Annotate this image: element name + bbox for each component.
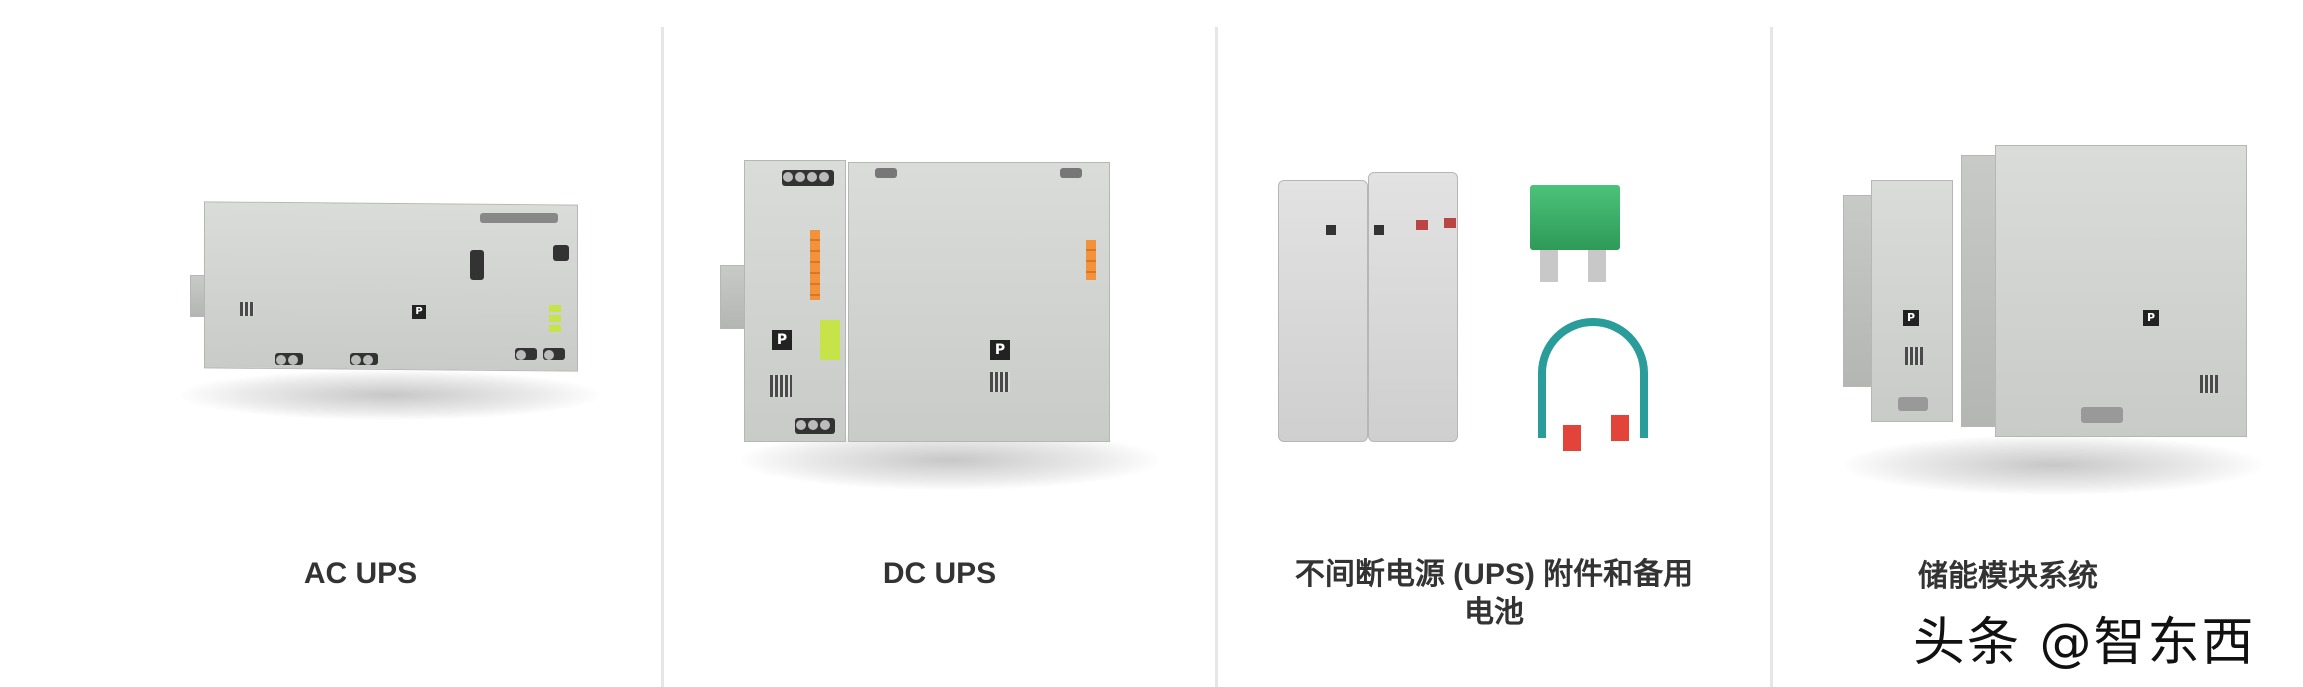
category-title-ac-ups[interactable]: AC UPS <box>303 557 418 590</box>
column-divider-1 <box>661 27 664 687</box>
column-divider-3 <box>1770 27 1773 687</box>
dc-ups-product-image[interactable]: P P <box>720 150 1160 490</box>
category-card-energy-storage[interactable]: P P 储能模块系统 <box>1773 0 2303 687</box>
ups-accessories-batteries-image[interactable] <box>1278 160 1718 460</box>
brand-logo-icon: P <box>412 305 426 319</box>
category-title-dc-ups[interactable]: DC UPS <box>882 557 997 590</box>
category-card-dc-ups[interactable]: P P DC UPS <box>664 0 1215 687</box>
energy-storage-module-image[interactable]: P P <box>1843 135 2263 495</box>
category-title-ups-accessories[interactable]: 不间断电源 (UPS) 附件和备用 电池 <box>1294 558 1694 629</box>
category-card-ups-accessories[interactable]: 不间断电源 (UPS) 附件和备用 电池 <box>1218 0 1770 687</box>
ac-ups-product-image[interactable]: P <box>180 195 600 435</box>
watermark-text: 头条 @智东西 <box>1913 613 2256 673</box>
network-cable-image <box>1538 318 1648 438</box>
brand-logo-icon: P <box>2143 310 2159 326</box>
brand-logo-icon: P <box>990 340 1010 360</box>
category-title-energy-storage[interactable]: 储能模块系统 <box>1918 560 2098 593</box>
fuse-image <box>1530 185 1620 250</box>
category-card-ac-ups[interactable]: P AC UPS <box>0 0 661 687</box>
brand-logo-icon: P <box>1903 310 1919 326</box>
column-divider-2 <box>1215 27 1218 687</box>
brand-logo-icon: P <box>772 330 792 350</box>
